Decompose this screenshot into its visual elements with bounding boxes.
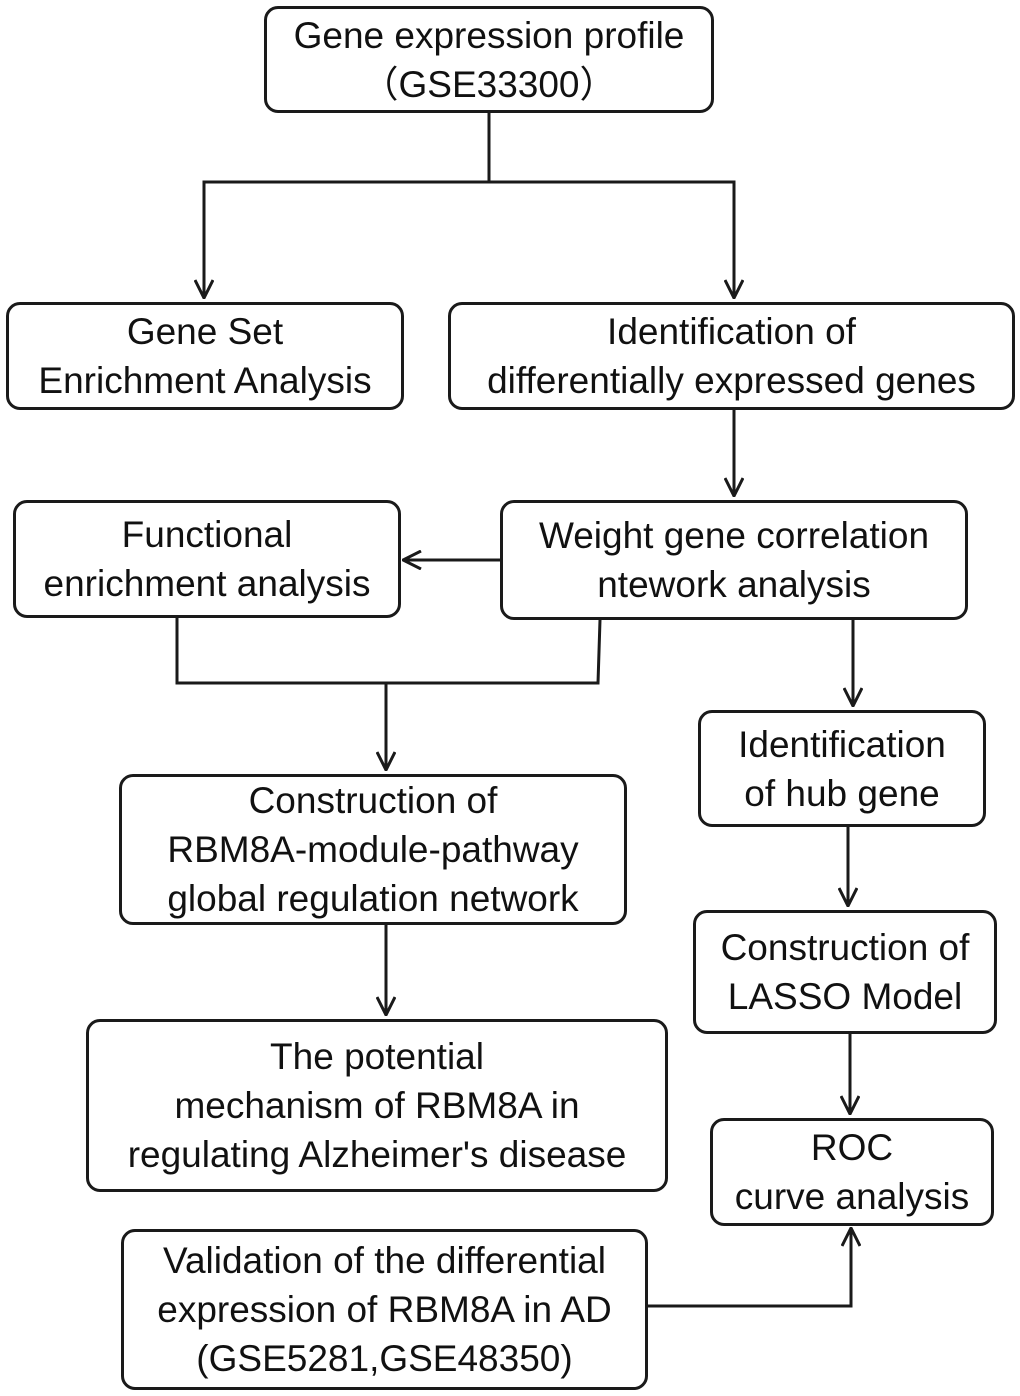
- node-line: expression of RBM8A in AD: [157, 1289, 612, 1330]
- node-line: Validation of the differential: [163, 1240, 606, 1281]
- edge-functional-merge: [175, 618, 386, 685]
- node-line: mechanism of RBM8A in: [174, 1085, 580, 1126]
- node-line: curve analysis: [734, 1176, 970, 1217]
- edge-profile-to-deg: [489, 180, 734, 298]
- node-line: global regulation network: [167, 878, 579, 919]
- node-line: regulating Alzheimer's disease: [127, 1134, 627, 1175]
- node-line: Identification: [738, 723, 946, 765]
- node-line: （GSE33300）: [361, 63, 617, 105]
- node-line: Gene expression profile: [293, 14, 685, 56]
- node-line: Identification of: [607, 311, 856, 352]
- node-roc-curve-analysis: ROC curve analysis: [710, 1118, 994, 1226]
- node-potential-mechanism-of-rbm8a: The potential mechanism of RBM8A in regu…: [86, 1019, 668, 1192]
- edge-wgcna-merge: [386, 619, 602, 685]
- node-line: Functional: [121, 514, 293, 555]
- node-line: The potential: [270, 1036, 484, 1077]
- node-line: Enrichment Analysis: [38, 360, 372, 401]
- node-line: (GSE5281,GSE48350): [196, 1338, 573, 1379]
- node-gene-expression-profile: Gene expression profile （GSE33300）: [264, 6, 714, 113]
- node-line: RBM8A-module-pathway: [167, 829, 579, 870]
- node-construction-of-lasso-model: Construction of LASSO Model: [693, 910, 997, 1034]
- node-line: Gene Set: [126, 311, 284, 352]
- node-line: enrichment analysis: [43, 563, 371, 604]
- node-functional-enrichment-analysis: Functional enrichment analysis: [13, 500, 401, 618]
- edge-validation-to-roc: [647, 1228, 851, 1308]
- node-line: ROC: [810, 1127, 894, 1168]
- edge-profile-to-gsea: [204, 180, 489, 298]
- node-weight-gene-correlation-network: Weight gene correlation ntework analysis: [500, 500, 968, 620]
- node-line: Construction of: [248, 780, 498, 821]
- node-line: differentially expressed genes: [487, 360, 976, 401]
- node-gene-set-enrichment-analysis: Gene Set Enrichment Analysis: [6, 302, 404, 410]
- node-line: of hub gene: [744, 772, 940, 814]
- node-validation-of-rbm8a-expression: Validation of the differential expressio…: [121, 1229, 648, 1390]
- node-line: Weight gene correlation: [538, 515, 930, 556]
- node-line: Construction of: [720, 927, 970, 968]
- node-construction-of-rbm8a-network: Construction of RBM8A-module-pathway glo…: [119, 774, 627, 925]
- node-identification-of-hub-gene: Identification of hub gene: [698, 710, 986, 827]
- node-identification-of-deg: Identification of differentially express…: [448, 302, 1015, 410]
- node-line: LASSO Model: [727, 976, 963, 1017]
- node-line: ntework analysis: [597, 564, 871, 605]
